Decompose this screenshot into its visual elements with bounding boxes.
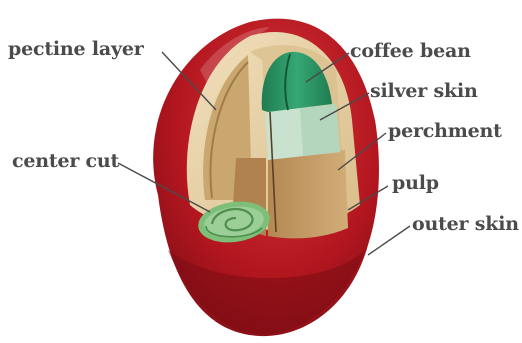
label-pulp: pulp xyxy=(392,174,439,193)
label-coffee-bean: coffee bean xyxy=(350,42,471,61)
label-perchment: perchment xyxy=(388,122,502,141)
label-center-cut: center cut xyxy=(12,152,119,171)
label-pectine-layer: pectine layer xyxy=(8,40,144,59)
label-silver-skin: silver skin xyxy=(370,82,478,101)
label-outer-skin: outer skin xyxy=(412,215,519,234)
perchment-right xyxy=(268,150,348,238)
leader-outer-skin xyxy=(368,226,410,255)
